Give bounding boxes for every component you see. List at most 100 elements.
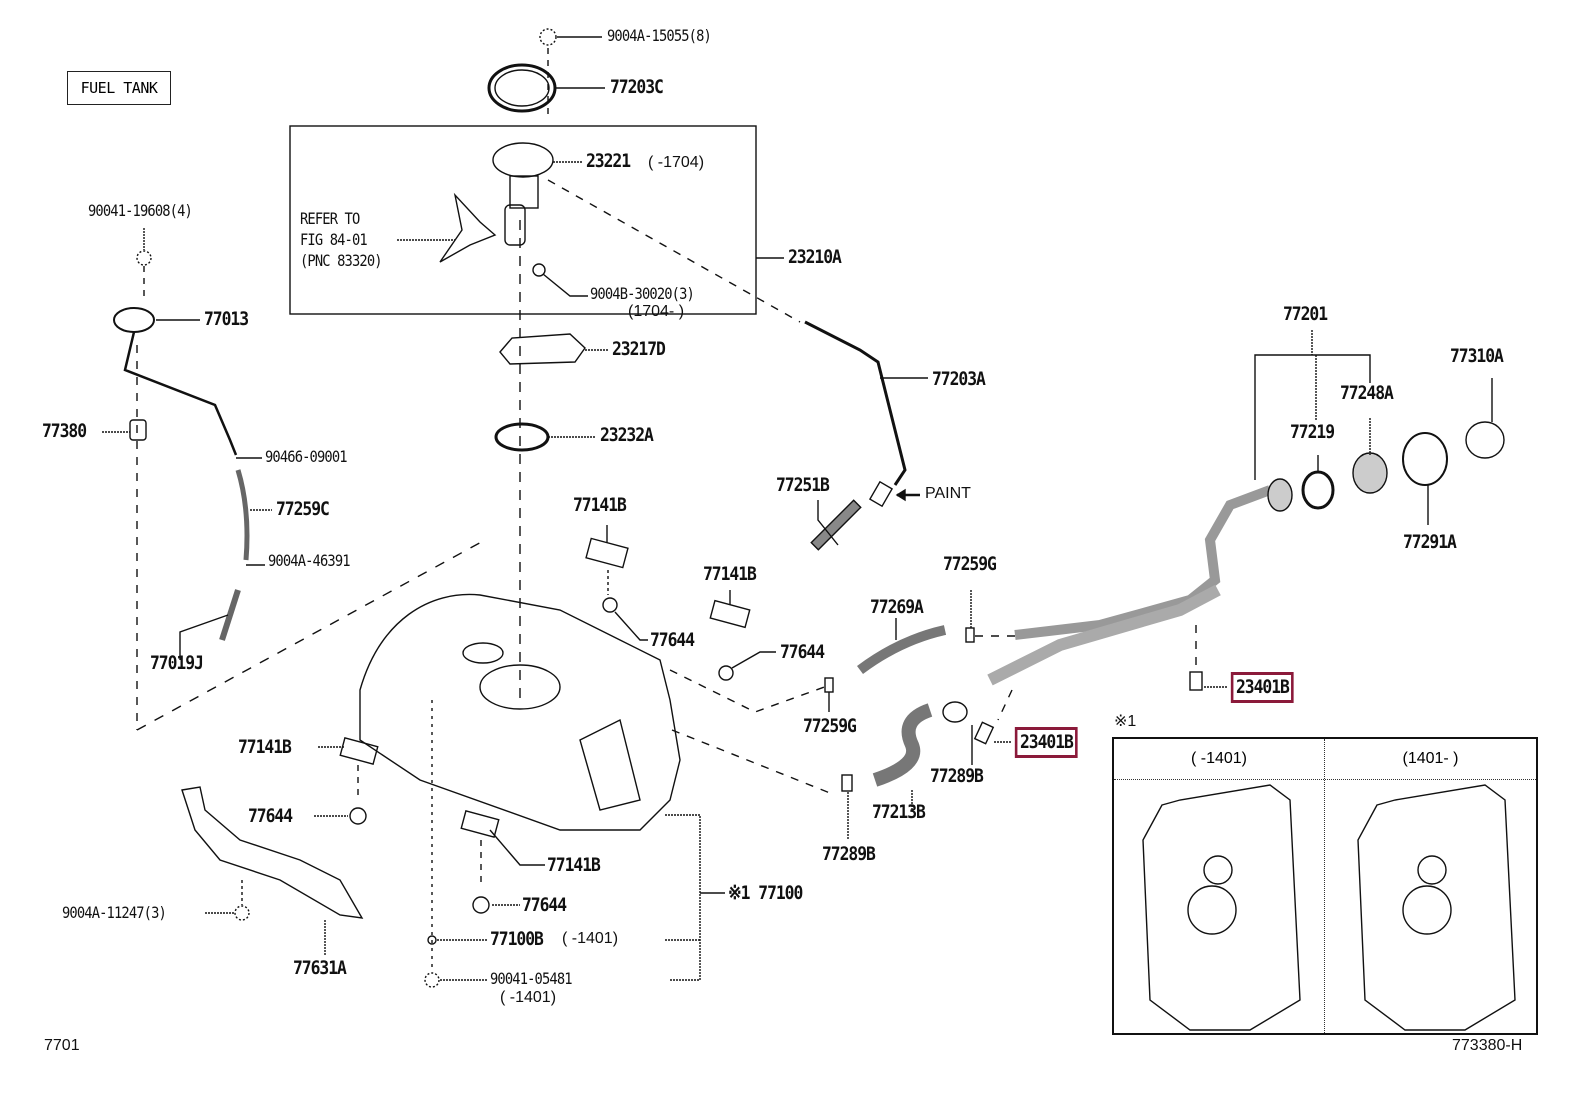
part-label-77631A[interactable]: 77631A [293,957,347,979]
seal-77248A [1352,452,1388,494]
filler-pipe-77201 [1014,485,1272,640]
bolt-23401B [1189,671,1203,691]
bolt-23401B [973,721,995,745]
part-label-77013[interactable]: 77013 [204,308,249,330]
symbol-b-icon [136,250,152,266]
part-label-9004B-30020[interactable]: 9004B-30020(3) [590,284,695,303]
fuel-pump-filter [504,204,526,246]
inset-tank-right [1357,784,1516,1031]
part-label-23217D[interactable]: 23217D [612,338,666,360]
part-label-77213B[interactable]: 77213B [872,801,926,823]
part-label-9004A-46391[interactable]: 9004A-46391 [268,551,351,570]
part-label-77291A[interactable]: 77291A [1403,531,1457,553]
tank-port-small [462,642,504,664]
part-label-77141B[interactable]: 77141B [547,854,601,876]
clamp-77289B [942,701,968,723]
part-label-77100B[interactable]: 77100B [490,928,544,950]
part-label-77259G[interactable]: 77259G [803,715,857,737]
canister-77380 [129,419,147,441]
part-label-23232A[interactable]: 23232A [600,424,654,446]
part-label-77644[interactable]: 77644 [522,894,567,916]
part-label-90041-19608[interactable]: 90041-19608(4) [88,201,193,220]
bracket-77201 [1254,354,1371,480]
part-label-23401B-highlighted[interactable]: 23401B [1230,672,1295,703]
bracket-77100 [665,814,701,981]
refer-to-line-2[interactable]: FIG 84-01 [300,230,368,249]
part-label-77380[interactable]: 77380 [42,420,87,442]
refer-to-line-3: (PNC 83320) [300,251,383,270]
hose-77213B [872,703,933,787]
part-label-90041-05481[interactable]: 90041-05481 [490,969,573,988]
retainer-ring-inner [494,69,550,107]
inset-column-divider [1324,739,1325,1033]
part-label-77251B[interactable]: 77251B [776,474,830,496]
part-range-90041-05481: ( -1401) [500,989,557,1006]
refer-to-line-1: REFER TO [300,209,360,228]
ring-77219 [1301,470,1335,510]
part-label-23401B-highlighted[interactable]: 23401B [1014,727,1079,758]
hose-77019J [219,589,241,641]
part-label-77644[interactable]: 77644 [248,805,293,827]
symbol-b-icon [234,905,250,921]
hose-77269A [857,625,947,675]
part-label-9004A-15055[interactable]: 9004A-15055(8) [607,26,712,45]
bracket-77141B [339,737,379,765]
part-label-77219[interactable]: 77219 [1290,421,1335,443]
part-label-90466-09001[interactable]: 90466-09001 [265,447,348,466]
bolt-77644 [349,807,367,825]
part-label-77248A[interactable]: 77248A [1340,382,1394,404]
part-label-77201[interactable]: 77201 [1283,303,1328,325]
leader [542,273,588,297]
inset-column-header: ( -1401) [1114,739,1324,780]
part-label-77269A[interactable]: 77269A [870,596,924,618]
part-range-77100B: ( -1401) [562,930,619,947]
o-ring-9004B [532,263,546,277]
bracket-77141B [709,599,751,629]
part-label-77019J[interactable]: 77019J [150,652,204,674]
tank-port-large [479,664,561,710]
part-label-77289B[interactable]: 77289B [930,765,984,787]
leader [731,651,776,669]
part-label-77203C[interactable]: 77203C [610,76,664,98]
fuel-cap-77310A [1465,421,1505,459]
leader [817,500,839,546]
inset-variants-table: ( -1401) (1401- ) [1112,737,1538,1035]
part-label-77644[interactable]: 77644 [650,629,695,651]
part-label-77141B[interactable]: 77141B [573,494,627,516]
housing-77291A [1402,432,1448,486]
part-label-77289B[interactable]: 77289B [822,843,876,865]
vent-line [123,331,238,456]
leader [614,611,648,641]
filler-neck [1267,478,1293,512]
part-label-77644[interactable]: 77644 [780,641,825,663]
part-label-77203A[interactable]: 77203A [932,368,986,390]
fuel-tank-77100 [359,593,681,831]
part-label-77259C[interactable]: 77259C [276,498,330,520]
part-label-77100[interactable]: ※1 77100 [728,882,803,904]
part-label-77141B[interactable]: 77141B [703,563,757,585]
retainer-ring-77203C [487,63,557,113]
inset-column-header: (1401- ) [1325,739,1536,780]
inset-tank-left [1142,784,1301,1031]
tube-connector [868,480,894,508]
part-label-77259G[interactable]: 77259G [943,553,997,575]
dashed-connection [547,179,801,323]
gasket-23232A [494,422,550,452]
illustration-id: 773380-H [1452,1037,1523,1054]
part-label-77310A[interactable]: 77310A [1450,345,1504,367]
bracket-77141B [460,810,500,838]
figure-code: 7701 [44,1037,80,1054]
part-label-77141B[interactable]: 77141B [238,736,292,758]
part-label-23210A[interactable]: 23210A [788,246,842,268]
part-label-23221[interactable]: 23221 [586,150,631,172]
dashed-connection [669,669,831,713]
leader [489,829,545,866]
part-range-23221: ( -1704) [648,154,705,171]
bolt-77644 [472,896,490,914]
clamp-77289B [841,774,853,792]
bolt-77644 [602,597,618,613]
fuel-pump-flange-23221 [492,142,554,178]
clamp-77259G [965,627,975,643]
part-label-9004A-11247[interactable]: 9004A-11247(3) [62,903,167,922]
clamp-77259G [824,677,834,693]
